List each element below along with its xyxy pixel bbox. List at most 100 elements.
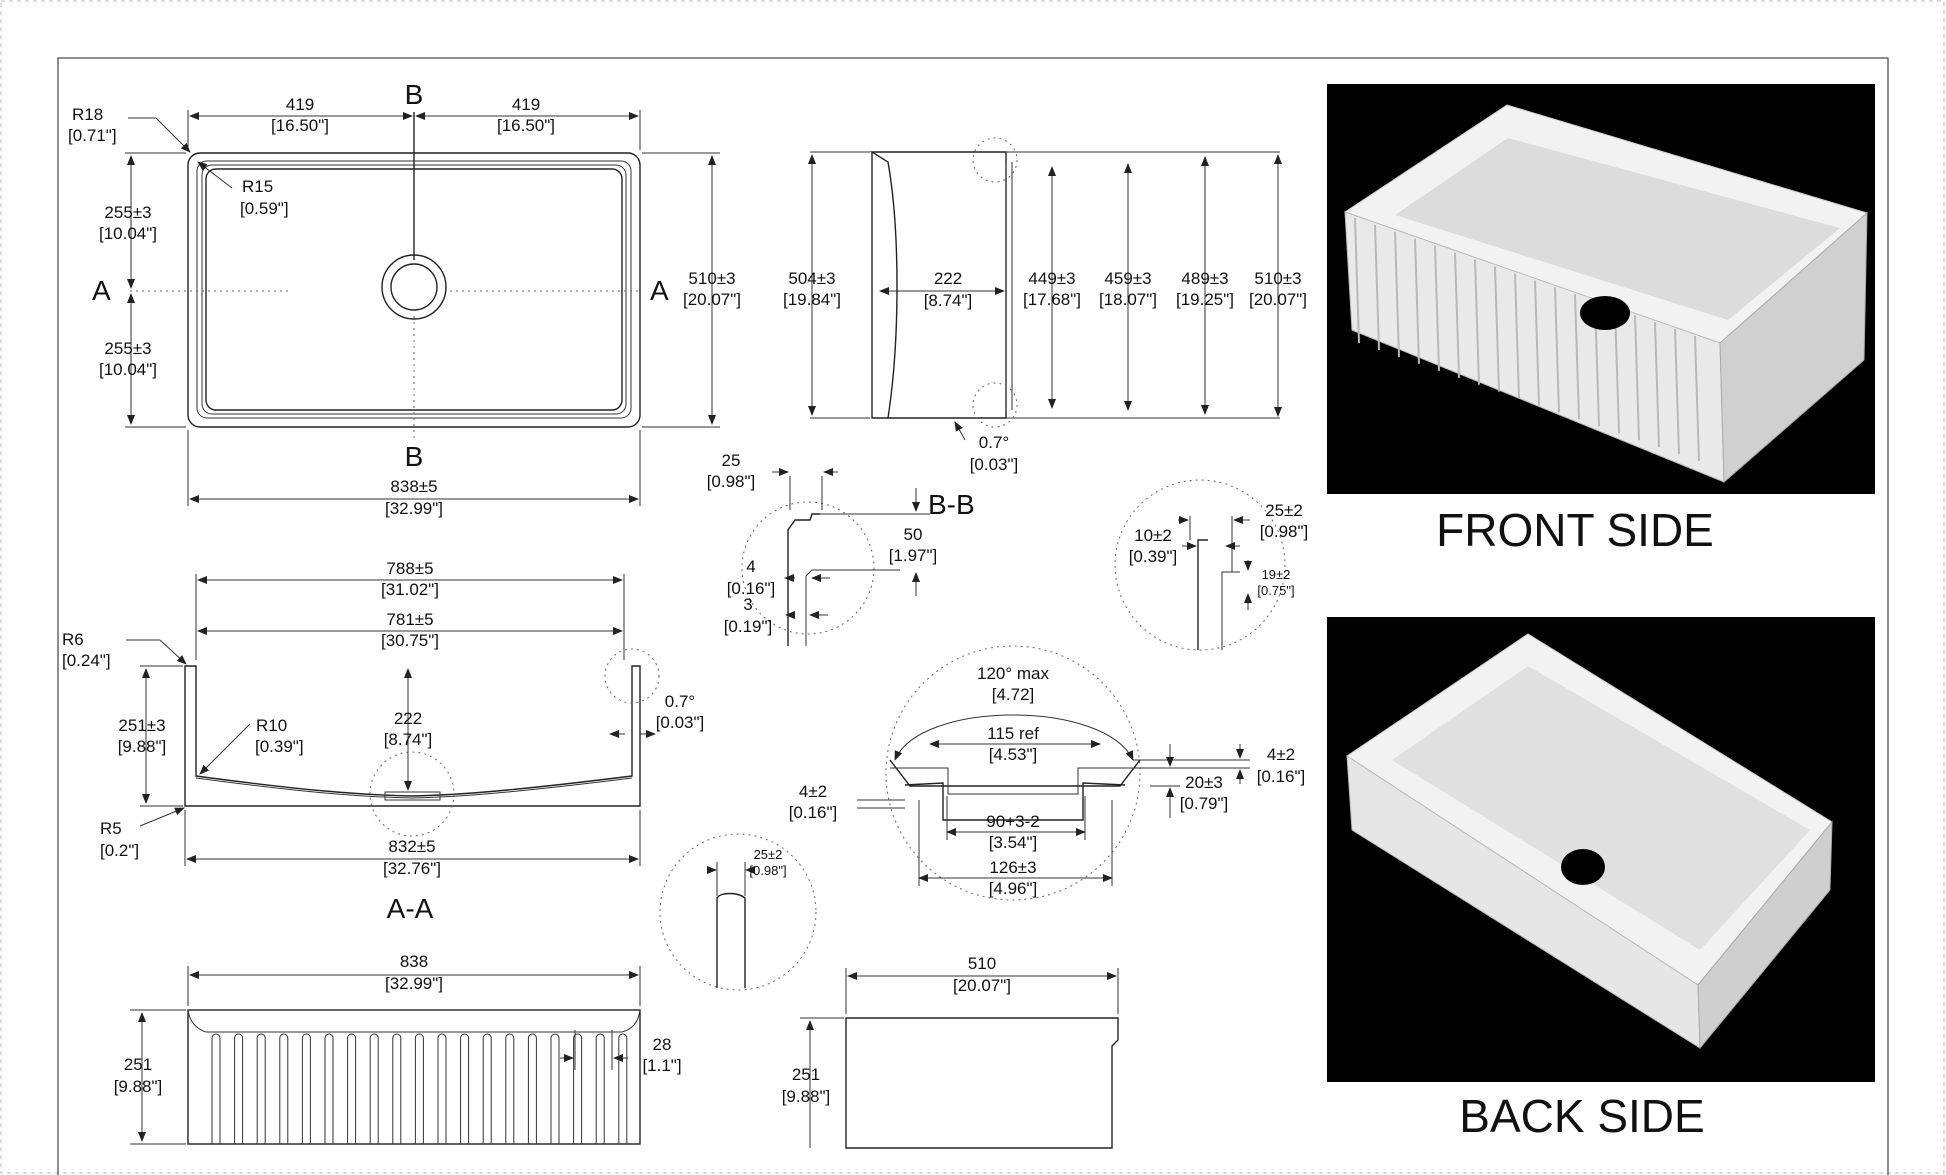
rim-c-inch-label: [0.75"] [1257, 583, 1294, 598]
render-flutes [1354, 217, 1700, 462]
side-width-label: 510 [968, 954, 996, 973]
drain-angle-label: 120° max [977, 664, 1050, 683]
aa-r10-label: R10 [256, 716, 287, 735]
bb-d1-label: 504±3 [788, 269, 835, 288]
flute [482, 1033, 492, 1144]
bb-lip-width-label: 25 [722, 451, 741, 470]
render-flute [1474, 259, 1480, 385]
rim-a-label: 10±2 [1134, 526, 1172, 545]
drain-left-label: 4±2 [799, 782, 827, 801]
bb-step-inch-label: [0.16"] [727, 579, 776, 598]
apron-width-inch-label: [0.98"] [749, 863, 786, 878]
section-aa: 788±5 [31.02"] 781±5 [30.75"] R6 [0.24"]… [62, 559, 704, 924]
render-flute [1554, 287, 1560, 413]
bb-wall-inch-label: [0.19"] [724, 617, 773, 636]
aa-r5-label: R5 [100, 819, 122, 838]
aa-bottom-width-inch-label: [32.76"] [383, 859, 441, 878]
width-right-inch-label: [16.50"] [497, 116, 555, 135]
bb-angle-label: 0.7° [979, 433, 1009, 452]
r18-label: R18 [72, 105, 103, 124]
bb-d3-label: 449±3 [1028, 269, 1075, 288]
render-flute [1494, 266, 1500, 392]
top-view: R18 [0.71"] 419 [16.50"] 419 [16.50"] B … [68, 79, 741, 518]
render-flute [1374, 224, 1380, 350]
bb-d6-inch-label: [20.07"] [1249, 290, 1307, 309]
drain-outer-inch-label: [4.96"] [989, 879, 1038, 898]
render-flute [1514, 273, 1520, 399]
groove-width-inch-label: [1.1"] [642, 1056, 681, 1075]
groove-width-label: 28 [653, 1035, 672, 1054]
overall-width-label: 838±5 [390, 477, 437, 496]
apron-detail: 25±2 [0.98"] [659, 833, 817, 991]
bb-d2-label: 222 [934, 269, 962, 288]
drain-ref-inch-label: [4.53"] [989, 745, 1038, 764]
apron-width-label: 25±2 [754, 847, 783, 862]
drain-inner-inch-label: [3.54"] [989, 833, 1038, 852]
aa-r5-inch-label: [0.2"] [100, 841, 139, 860]
aa-inner-width-inch-label: [30.75"] [381, 631, 439, 650]
flute [618, 1033, 628, 1144]
aa-height-inch-label: [9.88"] [118, 737, 167, 756]
width-left-label: 419 [286, 95, 314, 114]
flute [573, 1033, 583, 1144]
bb-wall-label: 3 [743, 595, 752, 614]
aa-angle-label: 0.7° [665, 692, 695, 711]
r18-inch-label: [0.71"] [68, 126, 117, 145]
front-height-inch-label: [9.88"] [114, 1077, 163, 1096]
render-flute [1614, 308, 1620, 434]
flute [550, 1033, 560, 1144]
drain-angle-inch-label: [4.72] [992, 685, 1035, 704]
front-side-caption: FRONT SIDE [1436, 504, 1714, 556]
bb-step-label: 4 [746, 557, 755, 576]
width-left-inch-label: [16.50"] [271, 116, 329, 135]
bb-d4-label: 459±3 [1104, 269, 1151, 288]
apron-flutes [211, 1033, 628, 1144]
back-side-render [1327, 617, 1875, 1082]
render-flute [1534, 280, 1540, 406]
flute [234, 1033, 244, 1144]
bb-lip-height-label: 50 [904, 525, 923, 544]
aa-angle-inch-label: [0.03"] [656, 713, 705, 732]
flute [527, 1033, 537, 1144]
render-flute [1434, 245, 1440, 371]
aa-r6-inch-label: [0.24"] [62, 651, 111, 670]
drain-depth-label: 20±3 [1185, 773, 1223, 792]
render-flute [1574, 294, 1580, 420]
side-height-label: 251 [792, 1065, 820, 1084]
section-b-top-label: B [405, 79, 424, 110]
rim-c-label: 19±2 [1262, 567, 1291, 582]
flute [279, 1033, 289, 1144]
drain-ref-label: 115 ref [987, 724, 1039, 743]
flute [392, 1033, 402, 1144]
aa-section-label: A-A [387, 893, 434, 924]
bb-d5-inch-label: [19.25"] [1176, 290, 1234, 309]
depth-label: 510±3 [688, 269, 735, 288]
half-depth-top-inch-label: [10.04"] [99, 224, 157, 243]
bb-section-label: B-B [928, 489, 975, 520]
drain-left-inch-label: [0.16"] [789, 803, 838, 822]
render-flute [1694, 336, 1700, 462]
bb-angle-inch-label: [0.03"] [970, 455, 1019, 474]
render-flute [1354, 217, 1360, 344]
drain-outer-label: 126±3 [989, 858, 1036, 877]
aa-r10-inch-label: [0.39"] [255, 737, 304, 756]
side-elevation: 510 [20.07"] 251 [9.88"] [782, 954, 1119, 1149]
r15-inch-label: [0.59"] [240, 199, 289, 218]
front-elevation: 838 [32.99"] 251 [9.88"] 28 [1.1"] [114, 952, 682, 1145]
bb-d3-inch-label: [17.68"] [1023, 290, 1081, 309]
half-depth-bottom-inch-label: [10.04"] [99, 360, 157, 379]
front-width-inch-label: [32.99"] [385, 974, 443, 993]
section-a-left-label: A [92, 275, 111, 306]
render-flute [1394, 231, 1400, 357]
drain-depth-inch-label: [0.79"] [1180, 794, 1229, 813]
back-side-caption: BACK SIDE [1459, 1090, 1704, 1142]
half-depth-top-label: 255±3 [104, 203, 151, 222]
side-width-inch-label: [20.07"] [953, 976, 1011, 995]
rim-b-label: 25±2 [1265, 501, 1303, 520]
render-flute [1414, 238, 1420, 364]
aa-inner-width-label: 781±5 [386, 610, 433, 629]
flute [324, 1033, 334, 1144]
flute [437, 1033, 447, 1144]
overall-width-inch-label: [32.99"] [385, 499, 443, 518]
